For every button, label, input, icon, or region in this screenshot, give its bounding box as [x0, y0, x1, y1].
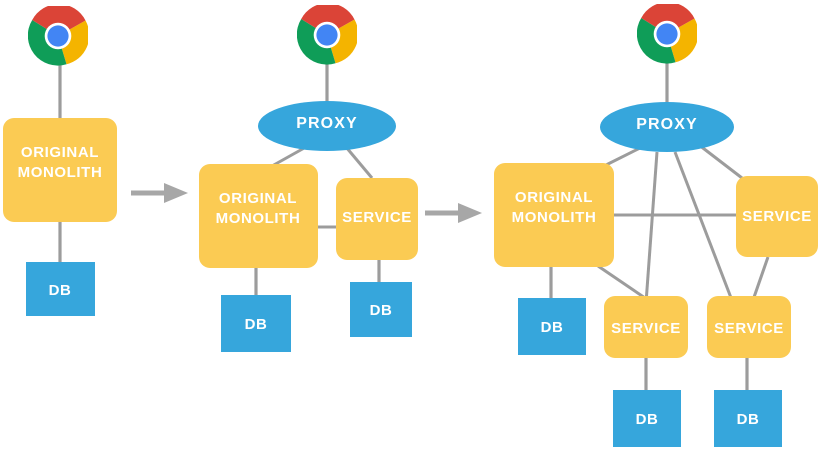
s1-db-label: DB [49, 282, 72, 299]
connector-proxy-to-service-low [673, 151, 735, 304]
s3-service-right-label: SERVICE [742, 208, 812, 225]
s1-monolith-box[interactable]: ORIGINAL MONOLITH [3, 118, 117, 222]
s3-db-mid-label: DB [636, 411, 659, 428]
s2-db-monolith-box[interactable]: DB [221, 295, 291, 352]
s3-db-monolith-box[interactable]: DB [518, 298, 586, 355]
arrow-head [164, 183, 188, 203]
service-box-shape [199, 164, 318, 268]
service-box-shape [707, 296, 791, 358]
s2-service-box[interactable]: SERVICE [336, 178, 418, 260]
connector-proxy-to-monolith [271, 145, 307, 168]
database-box-shape [714, 390, 782, 447]
s3-service-low-box[interactable]: SERVICE [707, 296, 791, 358]
s3-service-mid-label: SERVICE [611, 320, 681, 337]
s2-db-monolith-label: DB [245, 316, 268, 333]
s3-monolith-label-line1: ORIGINAL [515, 189, 593, 206]
s3-service-low-label: SERVICE [714, 320, 784, 337]
stage-1-group: ORIGINAL MONOLITH DB [3, 6, 117, 316]
connector-proxy-to-service [344, 146, 374, 179]
chrome-icon [28, 6, 88, 66]
connector-monolith-to-service-mid [597, 264, 649, 302]
proxy-ellipse-shape [258, 101, 396, 151]
service-box-shape [736, 176, 818, 257]
chrome-icon [297, 5, 357, 65]
s3-monolith-label-line2: MONOLITH [512, 209, 597, 226]
database-box-shape [613, 390, 681, 447]
s3-db-low-box[interactable]: DB [714, 390, 782, 447]
chrome-icon [637, 4, 697, 64]
database-box-shape [26, 262, 95, 316]
s2-db-service-box[interactable]: DB [350, 282, 412, 337]
connector-proxy-to-service-right [698, 143, 743, 180]
service-box-shape [3, 118, 117, 222]
s1-monolith-label-line1: ORIGINAL [21, 144, 99, 161]
stage-2-group: PROXY ORIGINAL MONOLITH SERVICE DB DB [199, 5, 418, 352]
s3-proxy-label: PROXY [636, 116, 698, 133]
service-box-shape [604, 296, 688, 358]
s1-monolith-label-line2: MONOLITH [18, 164, 103, 181]
s2-monolith-label-line2: MONOLITH [216, 210, 301, 227]
s3-db-monolith-label: DB [541, 319, 564, 336]
arrow-head [458, 203, 482, 223]
right-arrow-icon-1 [131, 183, 188, 203]
s3-service-right-box[interactable]: SERVICE [736, 176, 818, 257]
connector-proxy-to-service-mid [644, 151, 659, 304]
database-box-shape [518, 298, 586, 355]
service-box-shape [494, 163, 614, 267]
s2-service-label: SERVICE [342, 209, 412, 226]
right-arrow-icon-2 [425, 203, 482, 223]
s3-proxy-ellipse[interactable]: PROXY [600, 102, 734, 152]
service-box-shape [336, 178, 418, 260]
s3-db-low-label: DB [737, 411, 760, 428]
proxy-ellipse-shape [600, 102, 734, 152]
s2-proxy-label: PROXY [296, 115, 358, 132]
stage-3-group: PROXY ORIGINAL MONOLITH SERVICE SERVICE … [494, 4, 818, 447]
s2-monolith-label-line1: ORIGINAL [219, 190, 297, 207]
s2-db-service-label: DB [370, 302, 393, 319]
s3-db-mid-box[interactable]: DB [613, 390, 681, 447]
connector-proxy-to-monolith [605, 146, 641, 167]
database-box-shape [221, 295, 291, 352]
s3-service-mid-box[interactable]: SERVICE [604, 296, 688, 358]
database-box-shape [350, 282, 412, 337]
s2-proxy-ellipse[interactable]: PROXY [258, 101, 396, 151]
connector-service-right-to-service-low [750, 256, 770, 304]
s2-monolith-box[interactable]: ORIGINAL MONOLITH [199, 164, 318, 268]
s3-monolith-box[interactable]: ORIGINAL MONOLITH [494, 163, 614, 267]
s1-db-box[interactable]: DB [26, 262, 95, 316]
